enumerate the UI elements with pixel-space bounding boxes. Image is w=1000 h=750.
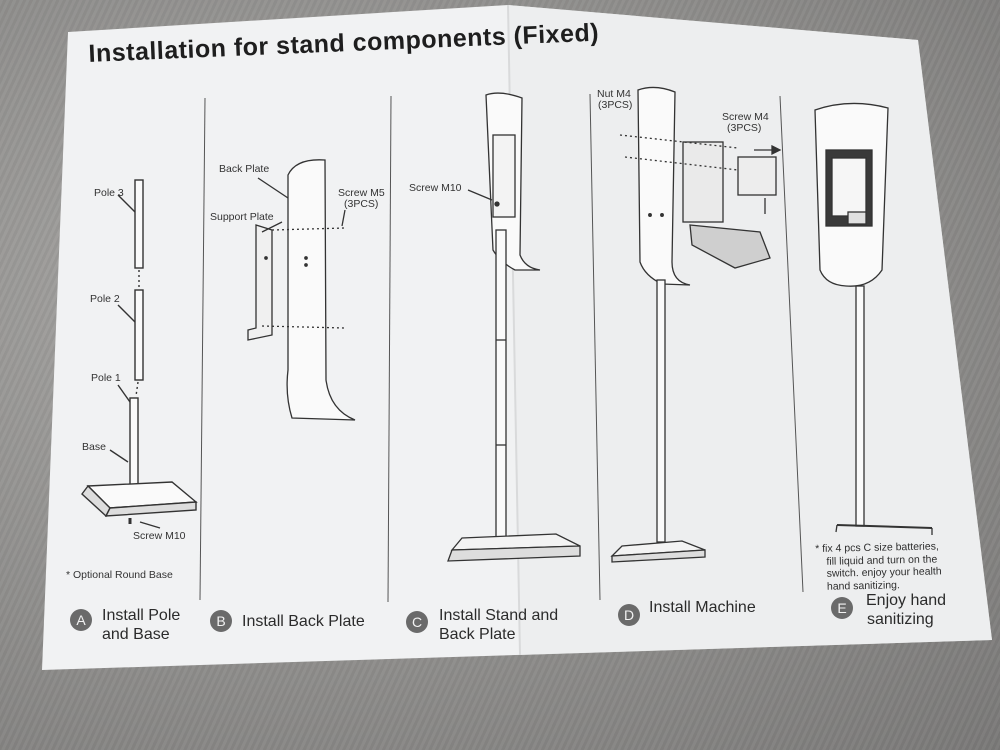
label-screw-m4-qty: (3PCS) <box>727 122 762 134</box>
label-nut-m4-qty: (3PCS) <box>598 99 633 111</box>
label-base: Base <box>82 441 106 453</box>
note-line-3: switch. enjoy your health <box>826 565 942 580</box>
note-batteries: * fix 4 pcs C size batteries, fill liqui… <box>815 540 942 593</box>
label-screw-m4: Screw M4 <box>722 111 769 123</box>
label-screw-m10-a: Screw M10 <box>133 530 186 542</box>
step-e-line-2: sanitizing <box>867 611 934 628</box>
label-pole-3: Pole 3 <box>94 187 124 199</box>
assembled-stand-drawing <box>447 92 581 562</box>
step-e-line-1: Enjoy hand <box>866 592 947 609</box>
column-dividers <box>199 93 804 603</box>
step-b-badge: B <box>210 610 232 632</box>
back-plate-drawing <box>247 159 356 421</box>
step-c-line-2: Back Plate <box>439 626 516 643</box>
label-screw-m5-qty: (3PCS) <box>344 198 379 210</box>
step-a-title: Install Pole and Base <box>102 606 180 644</box>
step-d-title: Install Machine <box>649 599 756 616</box>
final-stand-drawing <box>814 102 933 535</box>
step-a-badge: A <box>70 609 92 631</box>
label-optional-round-base: * Optional Round Base <box>66 569 173 581</box>
step-c-title: Install Stand and Back Plate <box>439 606 558 644</box>
label-support-plate: Support Plate <box>210 211 274 223</box>
step-c-line-1: Install Stand and <box>439 607 559 624</box>
pole-assembly <box>81 179 198 529</box>
label-screw-m10-c: Screw M10 <box>409 182 462 194</box>
step-a-line-2: and Base <box>102 626 170 643</box>
label-pole-2: Pole 2 <box>90 293 120 305</box>
machine-install-drawing <box>610 86 782 563</box>
label-back-plate: Back Plate <box>219 163 270 175</box>
step-b-title: Install Back Plate <box>242 613 365 630</box>
label-pole-1: Pole 1 <box>91 372 121 384</box>
label-nut-m4: Nut M4 <box>597 88 631 100</box>
step-e-badge: E <box>831 597 853 619</box>
step-a-line-1: Install Pole <box>102 607 181 624</box>
step-c-badge: C <box>406 611 428 633</box>
step-e-title: Enjoy hand sanitizing <box>866 591 946 629</box>
label-screw-m5: Screw M5 <box>338 187 385 199</box>
step-d-badge: D <box>618 604 640 626</box>
